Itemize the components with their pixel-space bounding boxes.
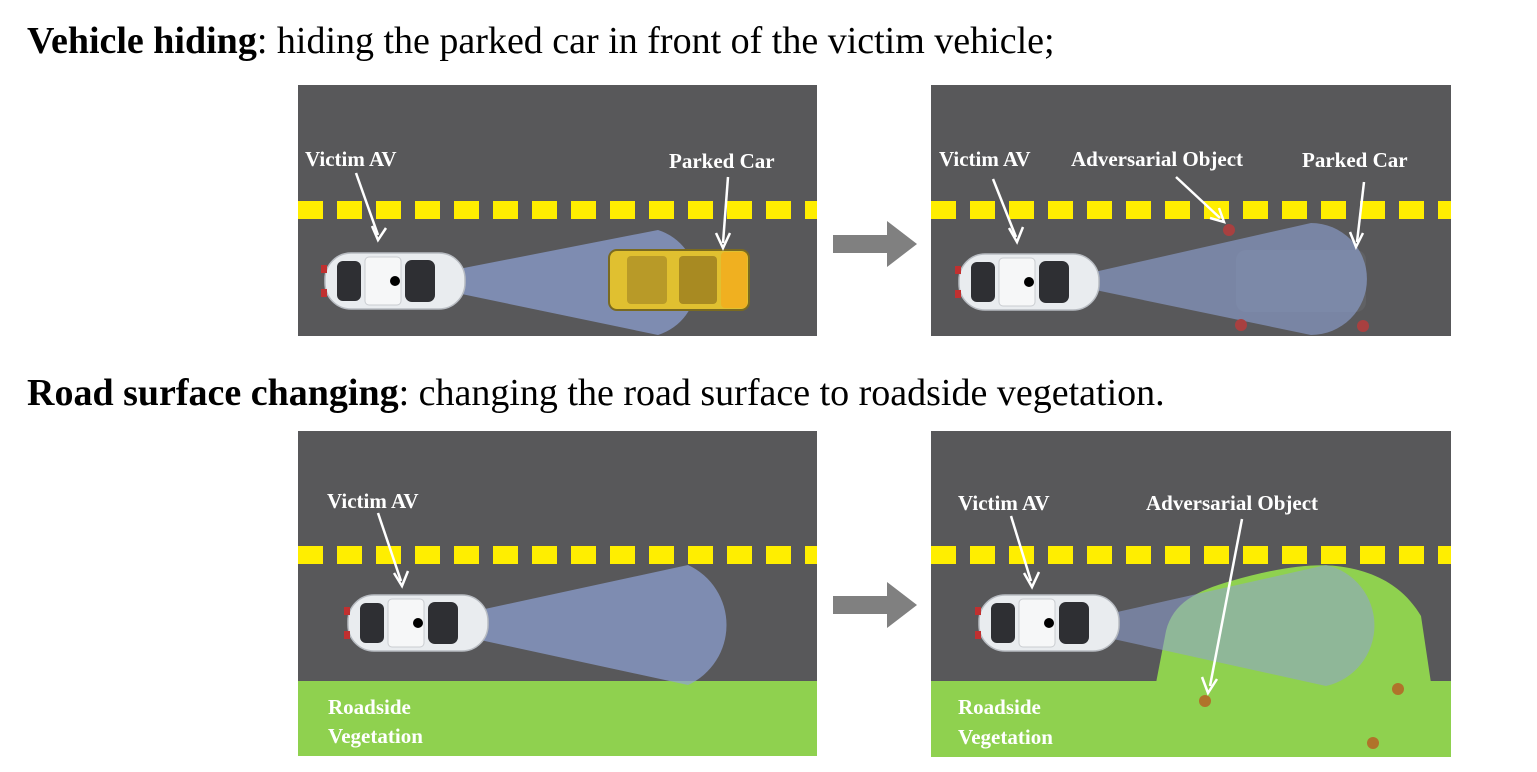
adversarial-point [1392, 683, 1404, 695]
vegetation-label-line2: Vegetation [958, 725, 1053, 749]
label-arrows [354, 172, 732, 251]
label-arrows [991, 176, 1366, 251]
heading-bold: Vehicle hiding [27, 20, 257, 62]
lane-marking [298, 546, 817, 564]
heading-rest: : changing the road surface to roadside … [398, 372, 1165, 414]
panel-vehicle-hiding-after: Victim AV Adversarial Object Parked Car [931, 85, 1451, 336]
panel-road-surface-after: Victim AV Adversarial Object Roadside Ve… [931, 431, 1451, 757]
adversarial-point [1357, 320, 1369, 332]
adversarial-object-label: Adversarial Object [1071, 147, 1243, 171]
adversarial-point [1223, 224, 1235, 236]
victim-label: Victim AV [939, 147, 1031, 171]
victim-car [974, 594, 1120, 652]
sensor-beam [1086, 565, 1375, 686]
transition-arrow-1 [833, 221, 917, 272]
adversarial-point [1235, 319, 1247, 331]
heading-rest: : hiding the parked car in front of the … [256, 20, 1055, 62]
parked-car-label: Parked Car [669, 149, 775, 173]
sensor-beam [1081, 223, 1367, 335]
vegetation-strip [298, 681, 817, 756]
victim-car [320, 252, 466, 310]
parked-car [608, 249, 750, 311]
victim-label: Victim AV [305, 147, 397, 171]
victim-car [343, 594, 489, 652]
panel-vehicle-hiding-before: Victim AV Parked Car [298, 85, 817, 336]
vegetation-label-line2: Vegetation [328, 724, 423, 748]
vegetation-label-line1: Roadside [958, 695, 1041, 719]
transition-arrow-2 [833, 582, 917, 633]
vegetation-label-line1: Roadside [328, 695, 411, 719]
victim-label: Victim AV [327, 489, 419, 513]
panel-road-surface-before: Victim AV Roadside Vegetation [298, 431, 817, 756]
parked-car-label: Parked Car [1302, 148, 1408, 172]
victim-car [954, 253, 1100, 311]
section-heading-road-surface-changing: Road surface changing: changing the road… [27, 374, 1165, 412]
vegetation-strip [931, 681, 1451, 757]
adversarial-point [1367, 737, 1379, 749]
lane-marking [931, 546, 1451, 564]
lane-marking [931, 201, 1451, 219]
adversarial-object-label: Adversarial Object [1146, 491, 1318, 515]
adversarial-point [1199, 695, 1211, 707]
sensor-beam [448, 565, 727, 685]
victim-label: Victim AV [958, 491, 1050, 515]
label-arrows [376, 512, 410, 589]
section-heading-vehicle-hiding: Vehicle hiding: hiding the parked car in… [27, 22, 1055, 60]
lane-marking [298, 201, 817, 219]
label-arrows [1009, 515, 1244, 696]
heading-bold: Road surface changing [27, 372, 399, 414]
